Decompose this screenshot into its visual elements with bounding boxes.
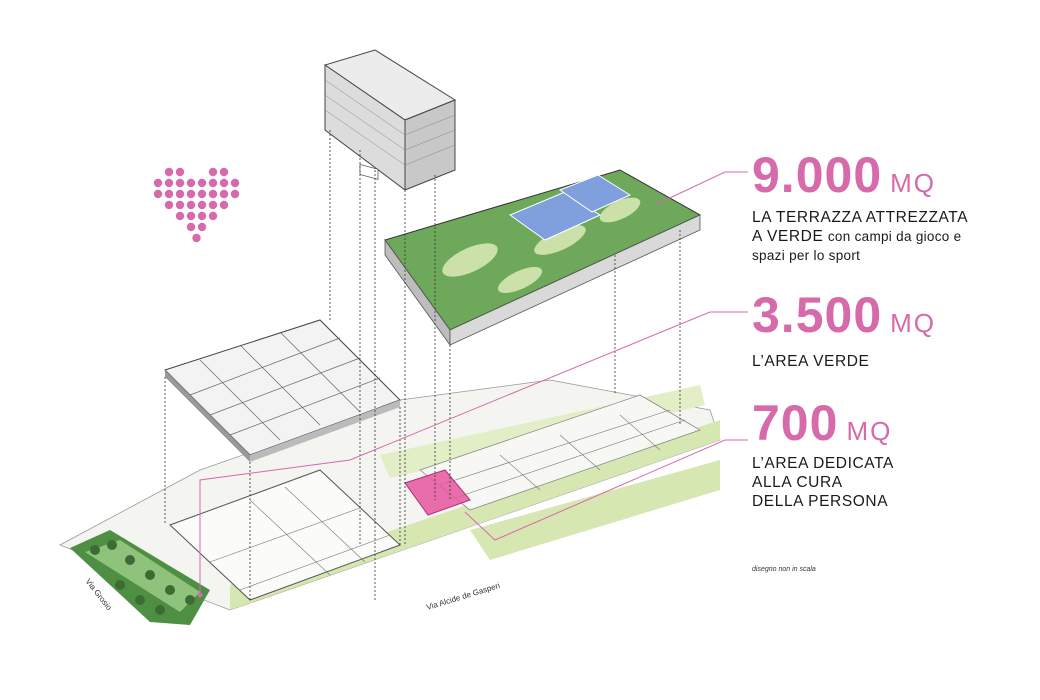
stat-caption-rest: con campi da gioco e bbox=[827, 229, 962, 244]
heart-dots-icon bbox=[153, 167, 240, 243]
heart-dot bbox=[208, 200, 218, 210]
stat-value: 3.500 bbox=[752, 287, 883, 343]
stat-caption-line: ALLA CURA bbox=[752, 474, 843, 491]
heart-dot bbox=[186, 200, 196, 210]
stat-caption-line: DELLA PERSONA bbox=[752, 493, 889, 510]
office-tower bbox=[323, 49, 457, 191]
heart-dot bbox=[219, 189, 229, 199]
heart-dot bbox=[219, 200, 229, 210]
heart-dot bbox=[186, 222, 196, 232]
heart-dot bbox=[230, 189, 240, 199]
heart-dot bbox=[153, 178, 163, 188]
heart-dot bbox=[208, 167, 218, 177]
scale-note: disegno non in scala bbox=[752, 566, 816, 573]
heart-dot bbox=[230, 178, 240, 188]
heart-dot bbox=[197, 189, 207, 199]
green-terrace bbox=[384, 169, 702, 347]
heart-dot bbox=[175, 211, 185, 221]
stat-caption-line: spazi per lo sport bbox=[752, 248, 861, 263]
stat-value: 700 bbox=[752, 395, 839, 451]
stat-caption-line: L’AREA DEDICATA bbox=[752, 455, 894, 472]
stat-unit: MQ bbox=[846, 416, 893, 446]
heart-dot bbox=[208, 211, 218, 221]
heart-dot bbox=[197, 211, 207, 221]
heart-dot bbox=[153, 189, 163, 199]
heart-dot bbox=[219, 178, 229, 188]
heart-dot bbox=[186, 178, 196, 188]
heart-dot bbox=[197, 200, 207, 210]
solar-panels bbox=[508, 174, 632, 241]
heart-dot bbox=[175, 178, 185, 188]
stat-value: 9.000 bbox=[752, 147, 883, 203]
heart-dot bbox=[186, 189, 196, 199]
heart-dot bbox=[208, 189, 218, 199]
heart-dot bbox=[208, 178, 218, 188]
heart-dot bbox=[175, 167, 185, 177]
heart-dot bbox=[164, 189, 174, 199]
heart-dot bbox=[192, 233, 201, 243]
green-strip-lower bbox=[470, 460, 720, 560]
heart-dot bbox=[175, 189, 185, 199]
heart-dot bbox=[197, 178, 207, 188]
heart-dot bbox=[164, 167, 174, 177]
heart-dot bbox=[164, 200, 174, 210]
shed-roof bbox=[164, 319, 401, 462]
personal-care-area bbox=[404, 469, 471, 516]
heart-dot bbox=[164, 178, 174, 188]
stat-unit: MQ bbox=[890, 168, 937, 198]
stat-caption-line: LA TERRAZZA ATTREZZATA bbox=[752, 209, 969, 226]
ground-level bbox=[59, 379, 721, 625]
heart-dot bbox=[175, 200, 185, 210]
stat-caption-line: L’AREA VERDE bbox=[752, 353, 870, 370]
heart-dot bbox=[219, 167, 229, 177]
heart-dot bbox=[197, 222, 207, 232]
stat-unit: MQ bbox=[890, 308, 937, 338]
heart-dot bbox=[186, 211, 196, 221]
stat-caption-upper: A VERDE bbox=[752, 228, 824, 245]
